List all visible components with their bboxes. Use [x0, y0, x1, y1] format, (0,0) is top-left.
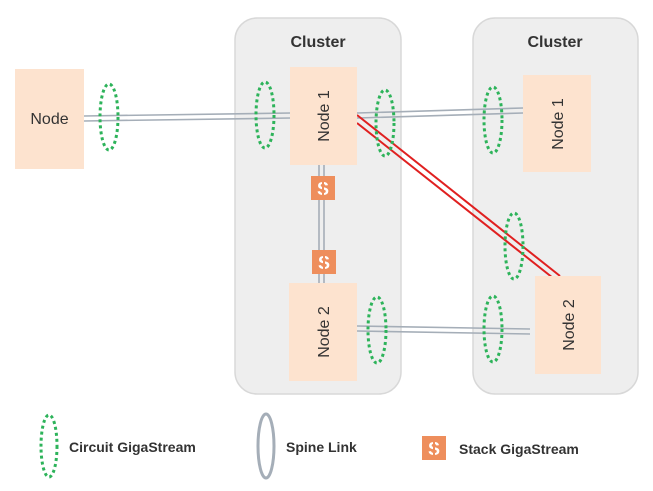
legend-stack-label: Stack GigaStream — [459, 441, 579, 457]
circuit-gigastream-red-link — [503, 211, 525, 281]
cluster-2-title: Cluster — [527, 34, 582, 51]
circuit-gigastream-c1-node2 — [366, 295, 388, 365]
legend-spine-label: Spine Link — [286, 439, 357, 455]
legend-circuit-icon — [39, 413, 59, 479]
cluster-1-node-2-label: Node 2 — [316, 306, 333, 358]
cluster-1-node-2 — [289, 283, 357, 381]
cluster-2-node-1 — [523, 75, 591, 172]
cluster-2-node-2 — [535, 276, 601, 374]
circuit-gigastream-c2-node2 — [482, 294, 504, 364]
cluster-1-node-1 — [290, 67, 357, 165]
circuit-gigastream-c1-node1-left — [254, 80, 276, 150]
stack-gigastream-bottom: S — [312, 250, 336, 274]
stack-gigastream-top: S — [311, 176, 335, 200]
cluster-1-node-1-label: Node 1 — [316, 90, 333, 142]
circuit-gigastream-standalone — [98, 82, 120, 152]
legend-stack-icon: S — [422, 436, 446, 460]
circuit-gigastream-c2-node1 — [482, 85, 504, 155]
cluster-1-title: Cluster — [290, 34, 345, 51]
legend-spine-icon — [256, 412, 276, 480]
circuit-gigastream-c1-node1-right — [374, 88, 396, 158]
cluster-2-node-1-label: Node 1 — [550, 98, 567, 150]
standalone-node — [15, 69, 84, 169]
cluster-2-node-2-label: Node 2 — [561, 299, 578, 351]
standalone-node-label: Node — [30, 111, 68, 128]
cluster-1 — [234, 17, 402, 395]
link-c1-node1-to-c2-node1 — [356, 107, 524, 119]
legend-circuit-label: Circuit GigaStream — [69, 439, 196, 455]
legend: Circuit GigaStream Spine Link S Stack Gi… — [39, 412, 579, 480]
